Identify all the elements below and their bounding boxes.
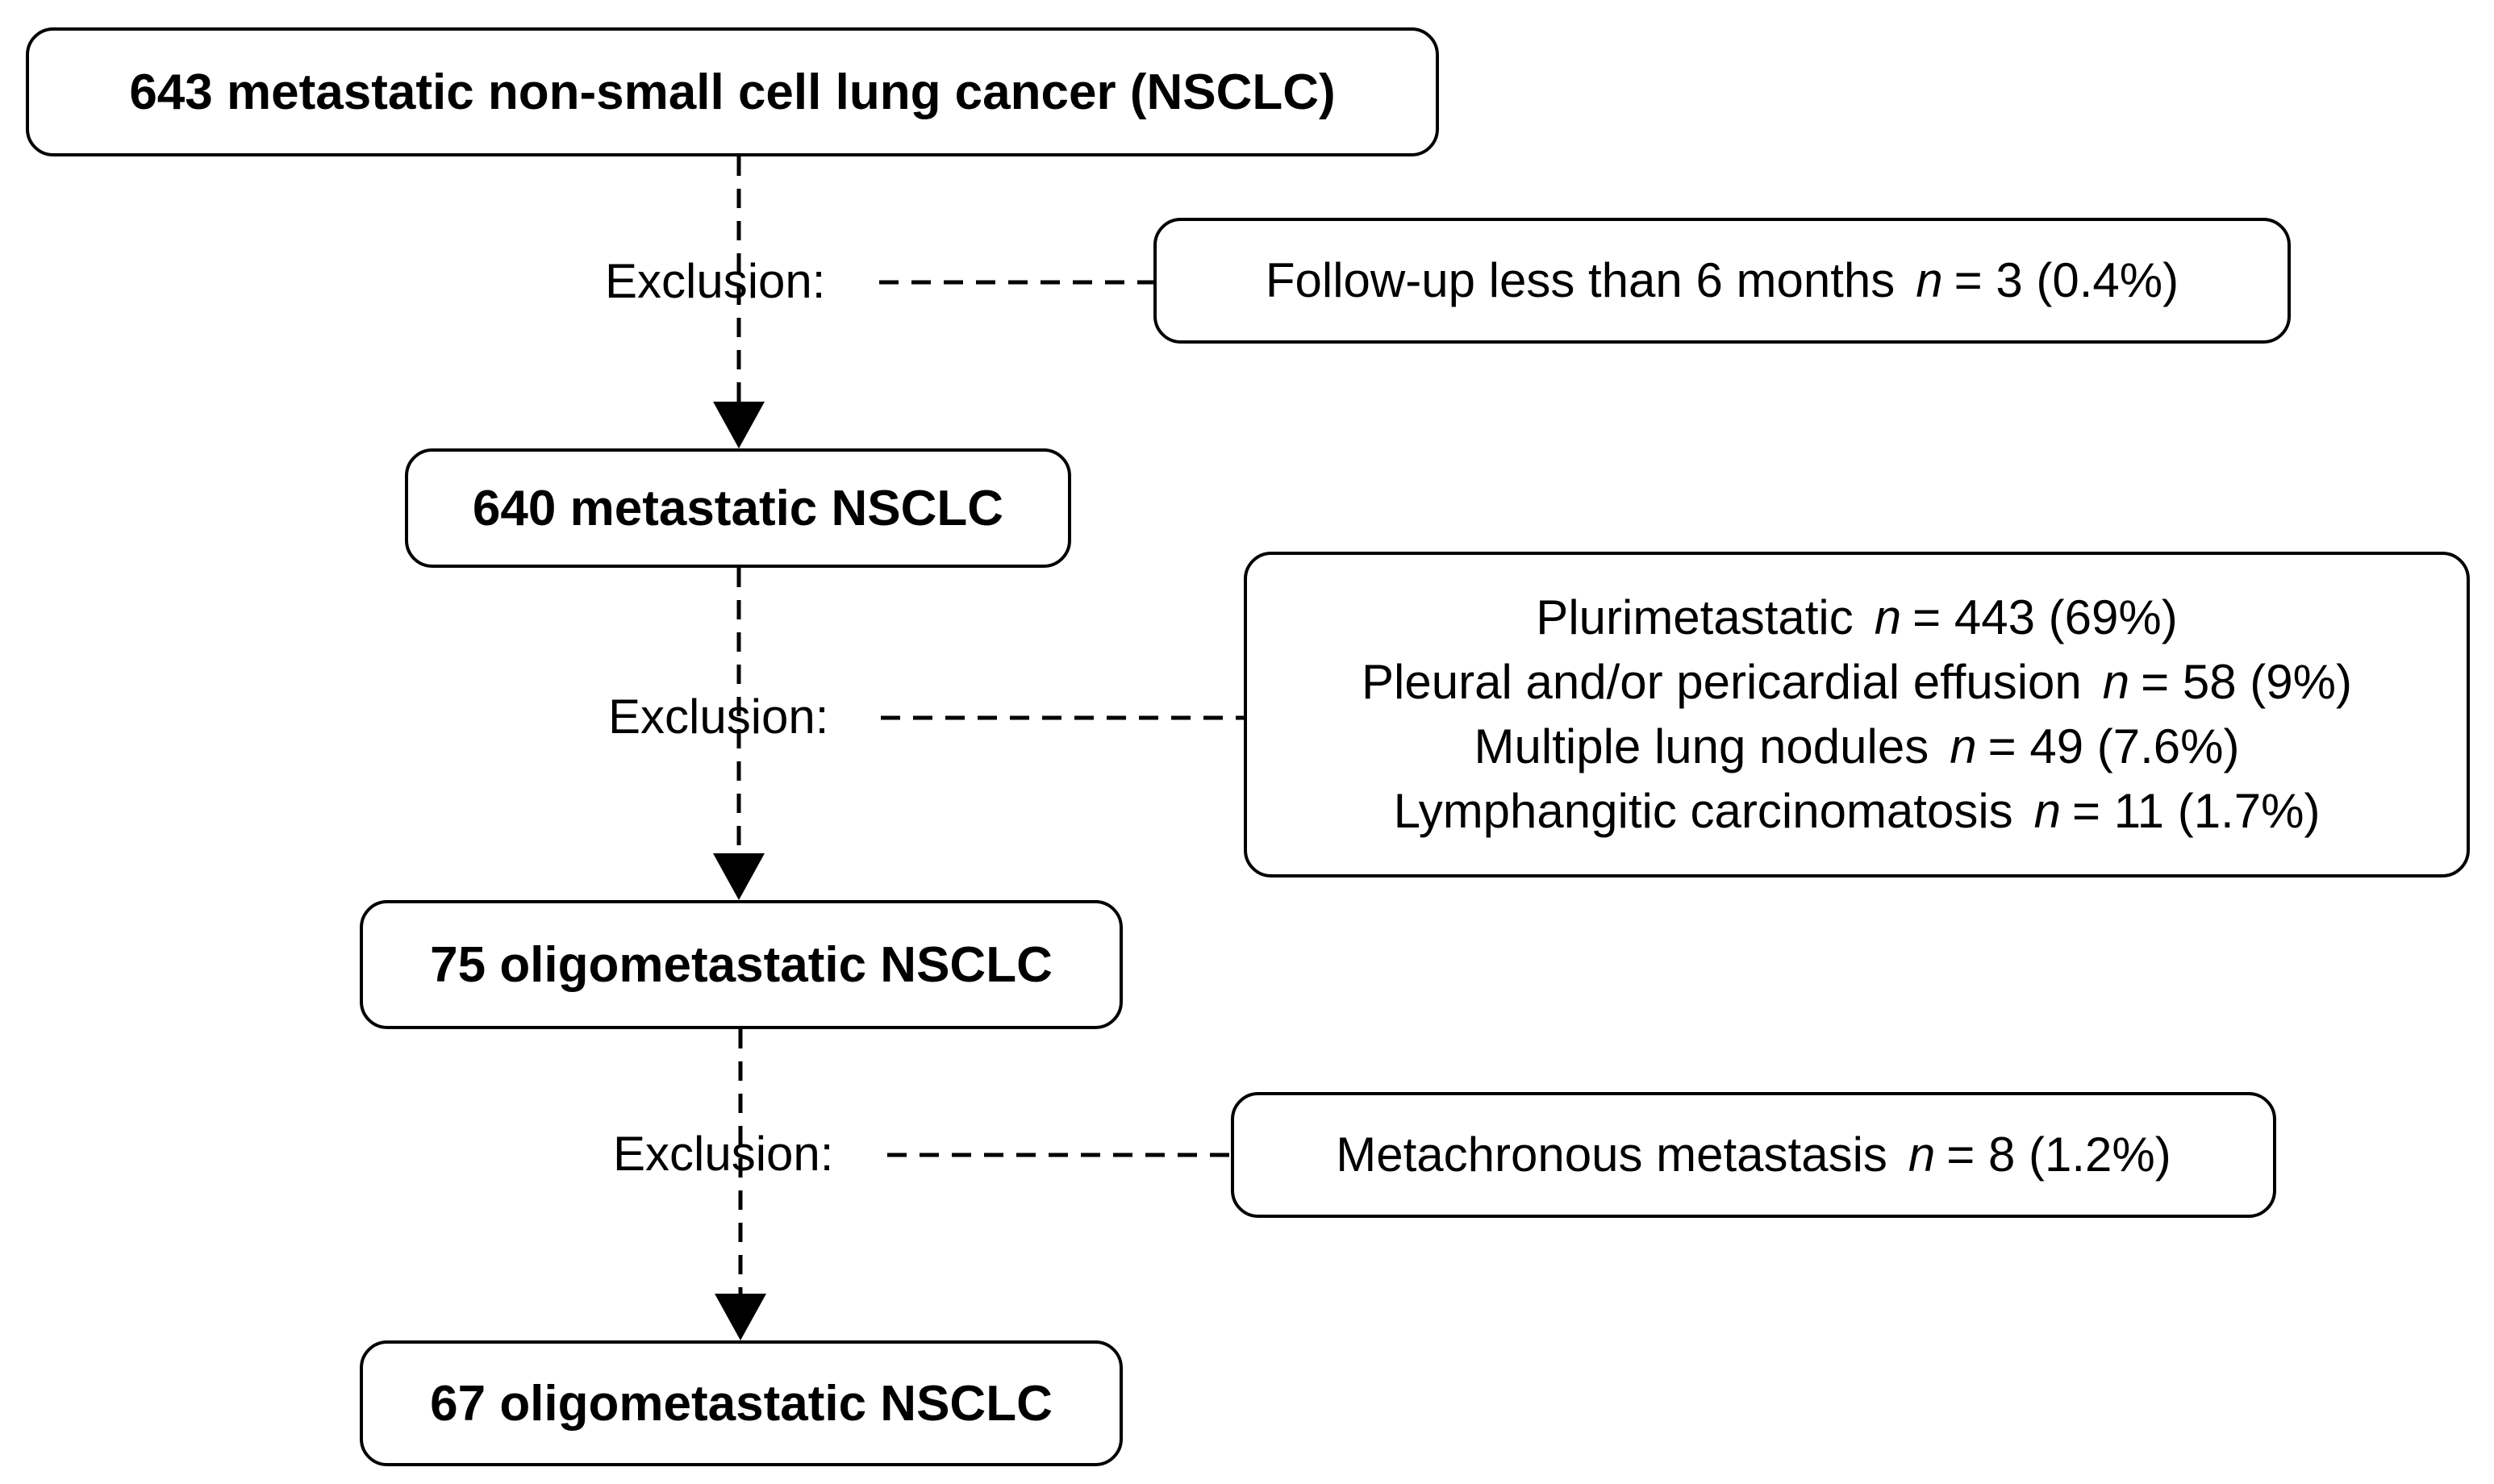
- exclusion-reason: Pleural and/or pericardial effusion: [1362, 655, 2082, 709]
- stage-label-1: 643 metastatic non-small cell lung cance…: [129, 64, 1336, 120]
- exclusion-reason: Lymphangitic carcinomatosis: [1393, 784, 2013, 838]
- stage-box-3: 75 oligometastatic NSCLC: [360, 900, 1123, 1029]
- exclusion-count: = 3 (0.4%): [1954, 253, 2179, 307]
- stage-label-2: 640 metastatic NSCLC: [472, 480, 1004, 536]
- n-symbol: n: [1908, 1128, 1936, 1182]
- arrowhead-3: [715, 1294, 766, 1340]
- exclusion-reason: Follow-up less than 6 months: [1265, 253, 1896, 307]
- exclusion-label-1: Exclusion:: [605, 254, 826, 308]
- n-symbol: n: [1874, 590, 1902, 644]
- exclusion-item: Metachronous metastasis n= 8 (1.2%): [1336, 1123, 2171, 1187]
- stage-label-3: 75 oligometastatic NSCLC: [430, 936, 1053, 993]
- exclusion-label-2: Exclusion:: [608, 690, 829, 744]
- exclusion-box-1: Follow-up less than 6 months n= 3 (0.4%): [1153, 218, 2291, 344]
- exclusion-item: Lymphangitic carcinomatosis n= 11 (1.7%): [1394, 779, 2321, 844]
- exclusion-item: Follow-up less than 6 months n= 3 (0.4%): [1266, 248, 2179, 313]
- stage-box-1: 643 metastatic non-small cell lung cance…: [26, 27, 1439, 156]
- exclusion-item: Multiple lung nodules n= 49 (7.6%): [1474, 715, 2240, 779]
- exclusion-count: = 58 (9%): [2141, 655, 2352, 709]
- n-symbol: n: [1950, 719, 1977, 773]
- n-symbol: n: [2033, 784, 2062, 838]
- exclusion-reason: Multiple lung nodules: [1474, 719, 1929, 773]
- exclusion-count: = 49 (7.6%): [1987, 719, 2240, 773]
- exclusion-label-3: Exclusion:: [613, 1127, 834, 1181]
- exclusion-count: = 8 (1.2%): [1946, 1128, 2171, 1182]
- exclusion-count: = 443 (69%): [1912, 590, 2178, 644]
- n-symbol: n: [2102, 655, 2130, 709]
- stage-box-4: 67 oligometastatic NSCLC: [360, 1340, 1123, 1466]
- exclusion-reason: Metachronous metastasis: [1336, 1128, 1887, 1182]
- n-symbol: n: [1916, 253, 1943, 307]
- exclusion-item: Pleural and/or pericardial effusion n= 58…: [1362, 650, 2352, 715]
- exclusion-count: = 11 (1.7%): [2072, 784, 2321, 838]
- exclusion-box-3: Metachronous metastasis n= 8 (1.2%): [1231, 1092, 2276, 1218]
- arrowhead-1: [713, 402, 765, 448]
- exclusion-reason: Plurimetastatic: [1536, 590, 1854, 644]
- stage-label-4: 67 oligometastatic NSCLC: [430, 1375, 1053, 1432]
- exclusion-item: Plurimetastatic n= 443 (69%): [1536, 586, 2177, 650]
- stage-box-2: 640 metastatic NSCLC: [405, 448, 1071, 568]
- arrowhead-2: [713, 853, 765, 900]
